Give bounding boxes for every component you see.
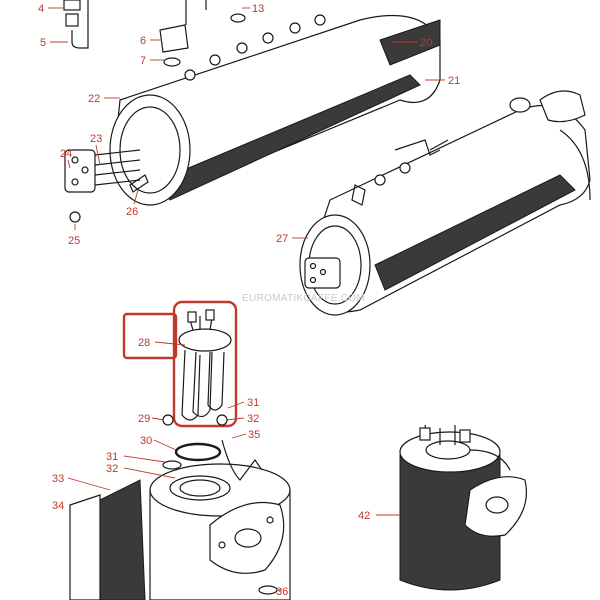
callout-26: 26 — [126, 206, 138, 218]
horizontal-boiler-right — [299, 90, 591, 316]
callout-42: 42 — [358, 510, 370, 522]
callout-31-lower: 31 — [106, 451, 118, 463]
callout-13: 13 — [252, 3, 264, 15]
callout-labels: 4 5 6 7 13 20 21 22 23 24 25 26 27 28 29… — [38, 3, 460, 598]
callout-21: 21 — [448, 75, 460, 87]
callout-28: 28 — [138, 337, 150, 349]
callout-5: 5 — [40, 37, 46, 49]
element-highlight-frame — [172, 300, 238, 428]
callout-27: 27 — [276, 233, 288, 245]
callout-leaders — [48, 7, 445, 591]
callout-36: 36 — [276, 586, 288, 598]
heating-element-28 — [122, 300, 238, 428]
callout-7: 7 — [140, 55, 146, 67]
callout-34: 34 — [52, 500, 64, 512]
callout-35: 35 — [248, 429, 260, 441]
callout-24: 24 — [60, 148, 72, 160]
callout-23: 23 — [90, 133, 102, 145]
callout-4: 4 — [38, 3, 44, 15]
callout-29: 29 — [138, 413, 150, 425]
callout-28-highlight — [122, 312, 178, 360]
horizontal-boiler-top — [63, 0, 441, 223]
callout-33: 33 — [52, 473, 64, 485]
vertical-boiler-lower-left — [69, 414, 291, 600]
callout-22: 22 — [88, 93, 100, 105]
callout-20: 20 — [420, 37, 432, 49]
callout-31-upper: 31 — [247, 397, 259, 409]
callout-30: 30 — [140, 435, 152, 447]
callout-32-lower: 32 — [106, 463, 118, 475]
callout-25: 25 — [68, 235, 80, 247]
callout-6: 6 — [140, 35, 146, 47]
watermark-text: EUROMATIKCAFFE.COM — [242, 293, 365, 304]
vertical-boiler-42 — [399, 424, 528, 591]
callout-32-upper: 32 — [247, 413, 259, 425]
